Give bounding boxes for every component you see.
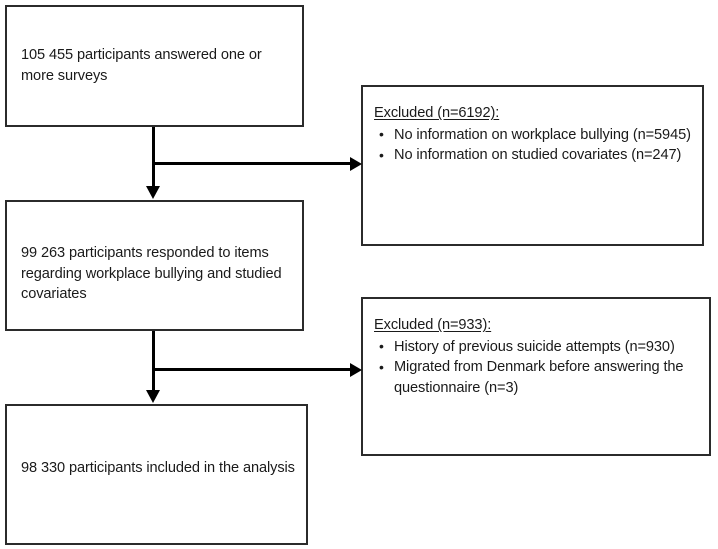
- node-enrolled: 105 455 participants answered one or mor…: [5, 5, 304, 127]
- node-excluded-1: Excluded (n=6192): No information on wor…: [361, 85, 704, 246]
- connector-branch-to-excluded-1: [152, 162, 354, 165]
- excluded-2-body: Excluded (n=933): History of previous su…: [374, 315, 701, 398]
- excluded-2-title: Excluded (n=933):: [374, 317, 492, 333]
- connector-enrolled-to-responded: [152, 127, 155, 189]
- node-responded: 99 263 participants responded to items r…: [5, 200, 304, 331]
- excluded-1-reason-list: No information on workplace bullying (n=…: [374, 124, 694, 166]
- node-analysis: 98 330 participants included in the anal…: [5, 404, 308, 545]
- excluded-1-body: Excluded (n=6192): No information on wor…: [374, 103, 694, 166]
- arrow-down-icon: [146, 390, 160, 403]
- connector-responded-to-analysis: [152, 331, 155, 392]
- excluded-2-reason-list: History of previous suicide attempts (n=…: [374, 336, 701, 399]
- arrow-right-icon: [350, 362, 362, 377]
- list-item: No information on studied covariates (n=…: [377, 145, 694, 166]
- list-item: Migrated from Denmark before answering t…: [377, 357, 701, 398]
- node-enrolled-label: 105 455 participants answered one or mor…: [21, 47, 262, 84]
- arrow-right-icon: [350, 156, 362, 171]
- list-item: No information on workplace bullying (n=…: [377, 124, 694, 146]
- node-analysis-label: 98 330 participants included in the anal…: [21, 460, 295, 476]
- node-responded-label: 99 263 participants responded to items r…: [21, 245, 282, 302]
- connector-branch-to-excluded-2: [152, 368, 354, 371]
- excluded-1-title: Excluded (n=6192):: [374, 105, 500, 121]
- list-item: History of previous suicide attempts (n=…: [377, 336, 701, 358]
- node-excluded-2: Excluded (n=933): History of previous su…: [361, 297, 711, 456]
- arrow-down-icon: [146, 186, 160, 199]
